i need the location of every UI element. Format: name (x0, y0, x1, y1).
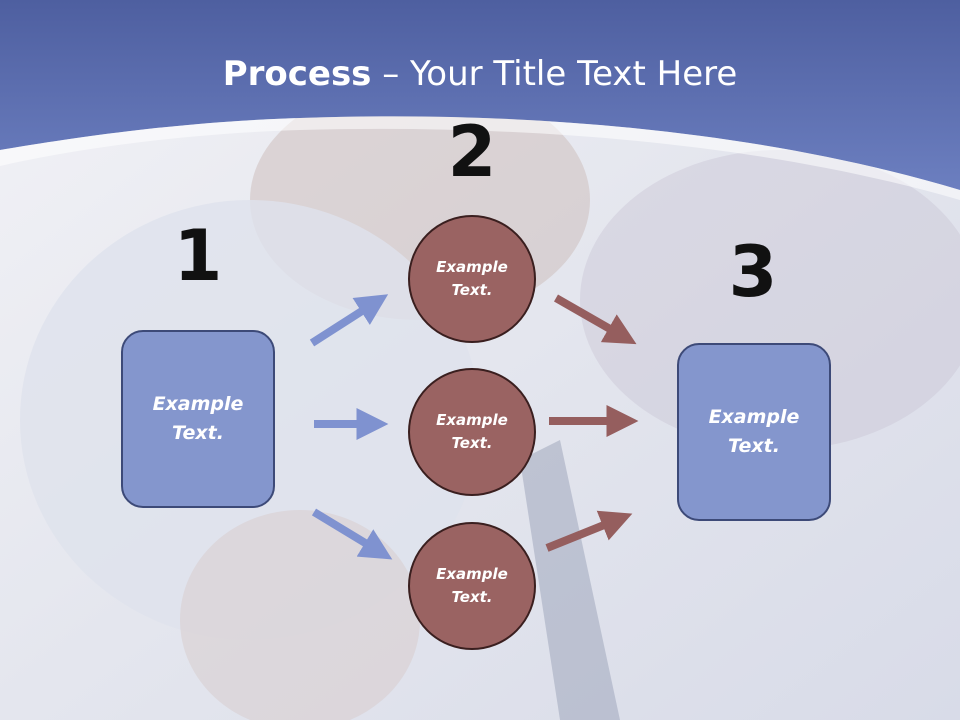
circle-top-text: Example Text. (436, 258, 508, 299)
circle-top: Example Text. (408, 215, 536, 343)
right-box: Example Text. (677, 343, 831, 521)
photo-strap-shape (520, 440, 620, 720)
step-number-1: 1 (173, 215, 223, 297)
photo-hand-shape (180, 510, 420, 720)
title-rest: – Your Title Text Here (371, 54, 738, 94)
header-band (0, 0, 960, 190)
circle-middle: Example Text. (408, 368, 536, 496)
circle-middle-text: Example Text. (436, 411, 508, 452)
photo-pillow-shape (580, 150, 960, 450)
circle-bottom: Example Text. (408, 522, 536, 650)
arrow-to-circle-top (309, 294, 389, 347)
step-number-3: 3 (728, 231, 778, 313)
left-box: Example Text. (121, 330, 275, 508)
title-bold: Process (222, 54, 372, 94)
slide-title: Process – Your Title Text Here (0, 52, 960, 96)
circle-bottom-text: Example Text. (436, 565, 508, 606)
arrow-from-circle-bottom (545, 510, 633, 552)
arrow-to-circle-bottom (311, 508, 393, 560)
step-number-2: 2 (447, 111, 497, 193)
right-box-text: Example Text. (708, 406, 800, 457)
left-box-text: Example Text. (152, 393, 244, 444)
arrow-from-circle-top (554, 294, 637, 345)
